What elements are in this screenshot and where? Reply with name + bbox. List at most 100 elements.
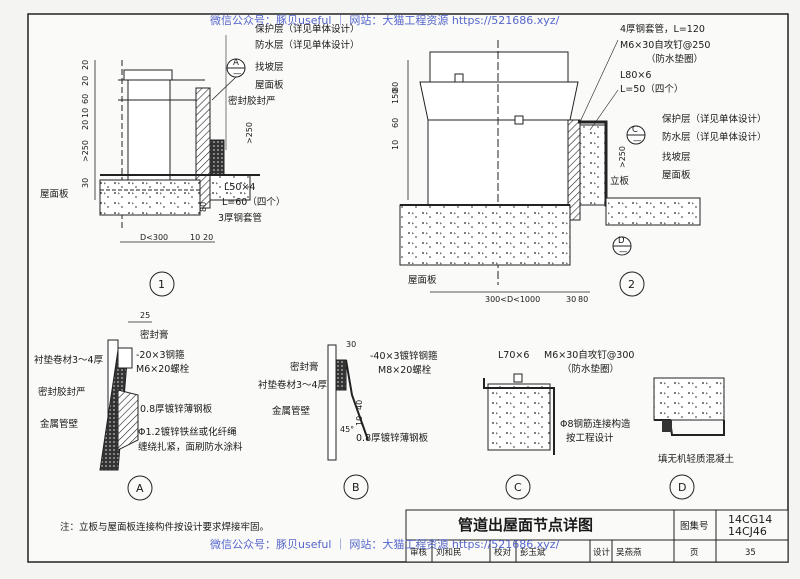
detail-1-number-circle <box>149 271 175 297</box>
label-fill: 填无机轻质混凝土 <box>658 453 735 465</box>
label-slab-left: 屋面板 <box>40 188 69 200</box>
label-angle: L70×6 <box>498 350 529 361</box>
dim-150: 150 <box>391 89 400 104</box>
detail-c-number: C <box>514 481 522 494</box>
label-protect: 保护层（详见单体设计） <box>255 23 360 35</box>
label-rebar-2: 按工程设计 <box>566 432 614 444</box>
detail-2-number: 2 <box>628 278 635 291</box>
dim-20c: 20 <box>81 120 90 130</box>
label-angle: L50×4 <box>224 182 255 193</box>
label-slope: 找坡层 <box>662 151 691 163</box>
label-liner: 衬垫卷材3～4厚 <box>34 354 104 366</box>
detail-1-number: 1 <box>158 278 165 291</box>
detail-c-number-circle <box>505 474 531 500</box>
label-bolt: M6×20螺栓 <box>136 363 190 375</box>
vdim-250: >250 <box>618 146 627 168</box>
review-label: 审核 <box>410 547 428 558</box>
detail-b-number-circle <box>343 474 369 500</box>
page-label: 页 <box>690 548 699 558</box>
callout-c-sheet: — <box>633 136 642 146</box>
label-sealant-paste: 密封膏 <box>290 361 319 373</box>
check-label: 校对 <box>494 547 512 558</box>
detail-c: L70×6 M6×30自攻钉@300 （防水垫圈） Φ8钢筋连接构造 按工程设计… <box>483 349 634 500</box>
designer-name: 吴燕燕 <box>616 547 642 558</box>
roof-slab-left <box>99 179 201 216</box>
dim-25: 25 <box>140 311 150 320</box>
vdim-80: 80 <box>199 202 208 212</box>
dim-angle: 45° <box>340 425 354 434</box>
label-screw: M6×30自攻钉@300 <box>544 349 634 361</box>
dim-60: 60 <box>391 118 400 128</box>
dim-20b: 20 <box>81 76 90 86</box>
callout-d-sheet: — <box>619 247 628 257</box>
atlas-number-1: 14CG14 <box>728 513 772 526</box>
detail-a: 25 密封膏 衬垫卷材3～4厚 -20×3钢箍 M6×20螺栓 密封胶封严 0.… <box>34 311 243 501</box>
vdim-250: >250 <box>245 122 254 144</box>
label-liner: 衬垫卷材3～4厚 <box>258 379 328 391</box>
label-angle-length: L=60（四个） <box>222 196 285 208</box>
callout-c-letter: C <box>632 125 638 135</box>
dim-30: 30 <box>346 340 356 349</box>
dim-250: >250 <box>81 140 90 162</box>
detail-d: 填无机轻质混凝土 D <box>653 377 735 500</box>
callout-a-letter: A <box>233 58 239 68</box>
dim-80b: 80 <box>578 295 588 304</box>
riser-concrete <box>579 124 607 206</box>
detail-a-number-circle <box>127 475 153 501</box>
detail-a-number: A <box>136 482 144 495</box>
dim-diameter: 300<D<1000 <box>485 295 540 304</box>
watermark-bottom: 微信公众号：豚贝useful ｜ 网站：大猫工程资源 https://52168… <box>210 537 560 551</box>
label-slope: 找坡层 <box>255 61 284 73</box>
drawing-note: 注：立板与屋面板连接构件按设计要求焊接牢固。 <box>60 521 269 533</box>
pipe <box>427 119 571 211</box>
roof-slab <box>399 204 571 266</box>
dim-60: 60 <box>81 94 90 104</box>
label-plate: 0.8厚镀锌薄钢板 <box>356 432 429 444</box>
detail-1: 20 20 10 60 20 >250 30 A — 保护层（详见单体设计） 防… <box>40 23 360 297</box>
drawing-title: 管道出屋面节点详图 <box>458 516 593 534</box>
dim-30: 30 <box>81 178 90 188</box>
label-gasket: （防水垫圈） <box>646 53 703 65</box>
label-sleeve: 4厚钢套管，L=120 <box>620 23 705 35</box>
checker-name: 彭玉斌 <box>520 547 546 558</box>
dim-10: 10 <box>81 108 90 118</box>
label-sealant: 密封胶封严 <box>38 386 86 398</box>
dim-30: 30 <box>566 295 576 304</box>
dim-10b: 10 <box>190 233 200 242</box>
dim-10: 10 <box>355 416 364 426</box>
label-riser: 立板 <box>610 175 630 187</box>
detail-d-number: D <box>678 481 686 494</box>
detail-d-number-circle <box>669 474 695 500</box>
dim-diameter: D<300 <box>140 233 168 242</box>
dim-40: 40 <box>355 400 364 410</box>
label-sealant-paste: 密封膏 <box>140 329 169 341</box>
dim-80: 80 <box>391 82 400 92</box>
callout-a-sheet: — <box>233 69 242 79</box>
label-slab: 屋面板 <box>255 79 284 91</box>
detail-b-number: B <box>352 481 360 494</box>
watermark-top: 微信公众号：豚贝useful ｜ 网站：大猫工程资源 https://52168… <box>210 13 560 27</box>
label-slab-left: 屋面板 <box>408 274 437 286</box>
callout-d-letter: D <box>618 236 625 246</box>
label-waterproof: 防水层（详见单体设计） <box>662 131 767 143</box>
reviewer-name: 刘和民 <box>436 547 462 558</box>
dim-10: 10 <box>391 140 400 150</box>
label-protect: 保护层（详见单体设计） <box>662 113 767 125</box>
pipe <box>127 79 171 191</box>
label-clamp: -20×3钢箍 <box>136 349 185 361</box>
label-slab: 屋面板 <box>662 169 691 181</box>
label-clamp: -40×3镀锌钢箍 <box>370 350 438 362</box>
label-wall: 金属管壁 <box>40 418 79 430</box>
label-wrap: 缠绕扎紧，面刷防水涂料 <box>138 441 243 453</box>
label-wire: Φ1.2镀锌铁丝或化纤绳 <box>138 426 237 438</box>
detail-b: 30 密封膏 -40×3镀锌钢箍 M8×20螺栓 衬垫卷材3～4厚 金属管壁 4… <box>258 340 438 500</box>
dim-20d: 20 <box>203 233 213 242</box>
label-rebar: Φ8钢筋连接构造 <box>560 418 631 430</box>
label-waterproof: 防水层（详见单体设计） <box>255 39 360 51</box>
label-screw: M6×30自攻钉@250 <box>620 39 710 51</box>
atlas-label: 图集号 <box>680 520 709 532</box>
detail-2-number-circle <box>619 271 645 297</box>
label-sleeve: 3厚钢套管 <box>218 212 262 224</box>
